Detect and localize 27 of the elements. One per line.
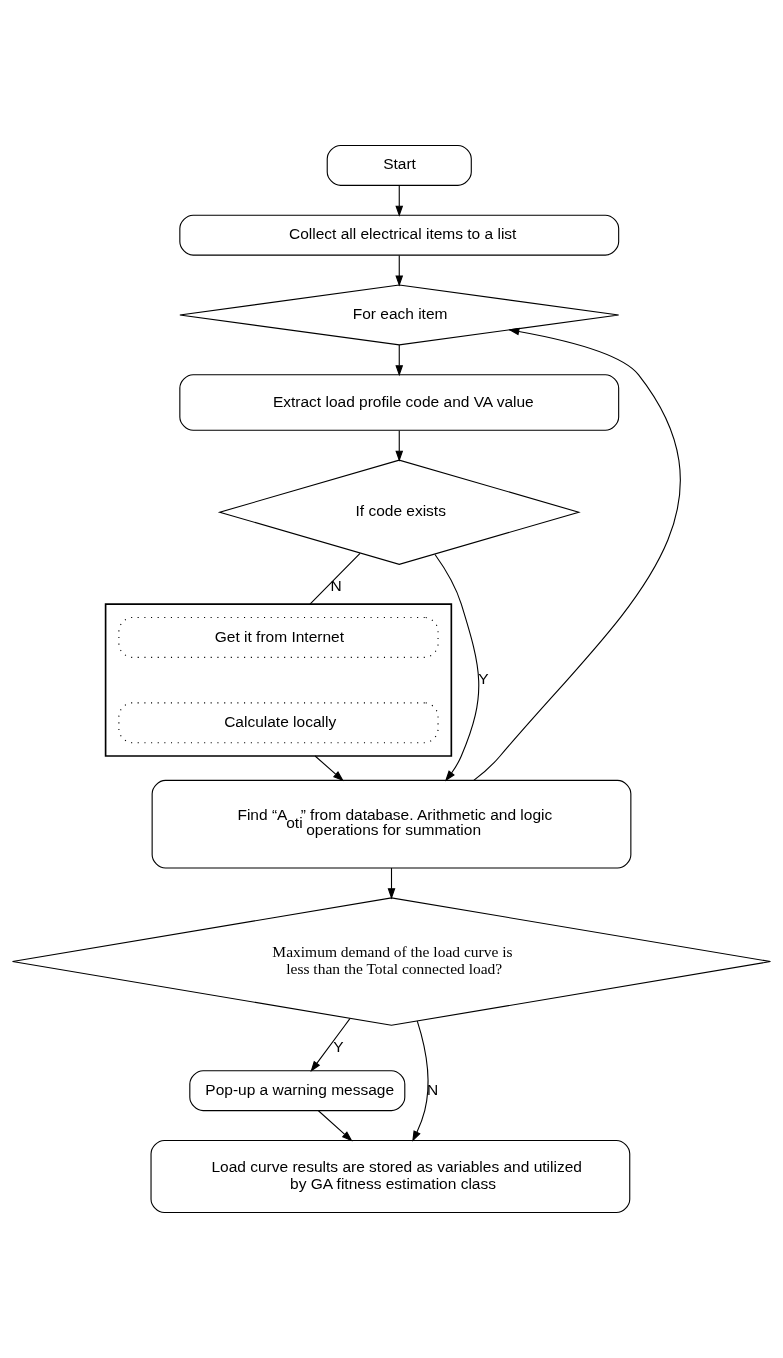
cluster (104, 603, 453, 757)
arrow (434, 553, 480, 782)
arrow (387, 867, 396, 900)
connector (309, 552, 361, 605)
node-box: Start (326, 144, 472, 186)
arrow (412, 1020, 429, 1142)
arrow (395, 344, 404, 377)
node-box: Collect all electrical items to a list (179, 214, 620, 256)
arrow (314, 755, 344, 782)
node-diamond: For each item (179, 284, 620, 346)
node-box: Calculate locally (118, 702, 439, 744)
arrow (473, 327, 681, 781)
node-box: Pop-up a warning message (189, 1070, 406, 1112)
edge-label: Y (333, 1038, 344, 1056)
arrow (395, 254, 404, 287)
arrow (395, 185, 404, 217)
node-diamond: Maximum demand of the load curve is less than the Total connected load? (11, 897, 772, 1026)
node-box: Load curve results are stored as variables and utilized by GA fitness estimation class (150, 1140, 631, 1214)
node-diamond: If code exists (217, 459, 581, 565)
node-box: Extract load profile code and VA value (179, 374, 620, 431)
edge-label: N (426, 1080, 439, 1098)
arrow (310, 1018, 351, 1072)
edge-label: Y (478, 670, 489, 688)
arrow (317, 1110, 353, 1142)
node-box: Get it from Internet (118, 616, 439, 658)
arrow (395, 430, 404, 462)
edge-label: N (330, 577, 342, 595)
